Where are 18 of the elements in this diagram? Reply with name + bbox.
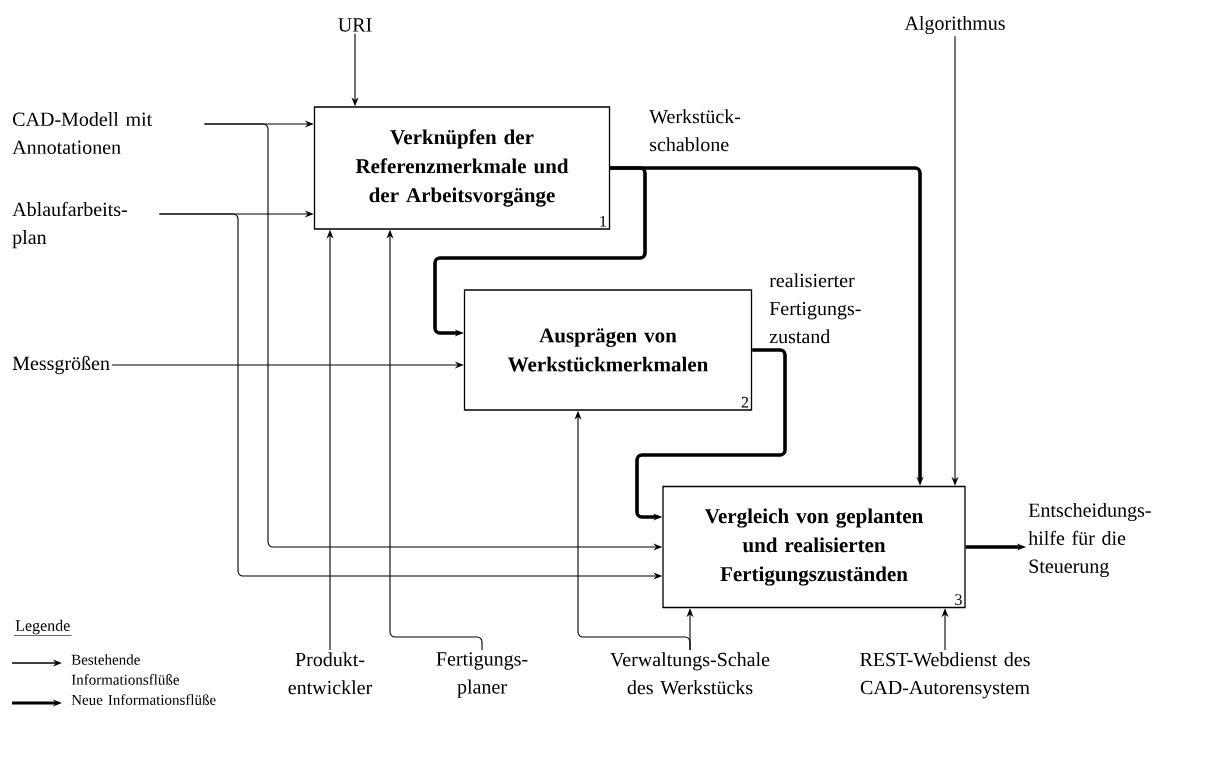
input-label: REST-Webdienst des CAD-Autorensystem <box>860 652 1030 699</box>
input-label: Algorithmus <box>904 15 1005 35</box>
legend-text: Bestehende Informationsflüße <box>71 654 179 685</box>
legend-heading: Legende <box>15 619 70 635</box>
input-label: Fertigungs- planer <box>436 652 528 698</box>
input-label: Verwaltungs-Schale des Werkstücks <box>610 652 770 695</box>
input-label: Produkt- entwickler <box>288 652 373 695</box>
edge-label: Werkstück- schablone <box>649 109 741 152</box>
input-label: URI <box>338 18 372 32</box>
input-label: Entscheidungs- hilfe für die Steuerung <box>1028 502 1151 578</box>
legend-text: Neue Informationsflüße <box>71 694 216 705</box>
input-label: Ablaufarbeits- plan <box>12 201 127 249</box>
box-number: 2 <box>741 396 749 408</box>
input-label: CAD-Modell mit Annotationen <box>12 111 153 155</box>
input-label: Messgrößen <box>12 355 110 375</box>
edge-label: realisierter Fertigungs- zustand <box>769 273 861 344</box>
box-number: 3 <box>955 594 962 605</box>
box-number: 1 <box>600 215 606 227</box>
